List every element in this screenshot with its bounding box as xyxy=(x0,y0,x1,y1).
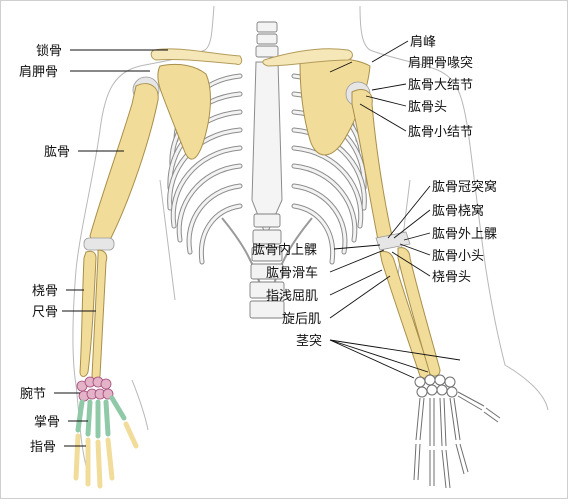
leader-lines xyxy=(54,40,461,447)
label-carpus: 腕节 xyxy=(20,386,46,402)
label-humerus: 肱骨 xyxy=(44,145,70,160)
label-phalanges: 指骨 xyxy=(30,440,56,455)
label-medial-epicondyle: 肱骨内上髁 xyxy=(252,242,317,258)
label-lesser-tubercle: 肱骨小结节 xyxy=(408,125,473,140)
label-coracoid-process: 肩胛骨喙突 xyxy=(408,55,473,71)
label-greater-tubercle: 肱骨大结节 xyxy=(408,78,473,93)
label-ulna: 尺骨 xyxy=(32,305,58,320)
scapula-right xyxy=(299,58,371,156)
label-trochlea: 肱骨滑车 xyxy=(266,265,318,281)
radius-ulna-left xyxy=(79,249,108,381)
label-radial-fossa: 肱骨桡窝 xyxy=(432,203,484,219)
hand-left xyxy=(73,376,139,489)
scapula-left xyxy=(157,63,211,160)
label-capitulum: 肱骨小头 xyxy=(432,249,484,264)
humerus-left xyxy=(83,76,160,251)
label-coronoid-fossa: 肱骨冠突窝 xyxy=(432,179,497,195)
label-acromion: 肩峰 xyxy=(410,34,436,50)
label-styloid-process: 茎突 xyxy=(296,333,322,349)
clavicle-left xyxy=(150,48,243,65)
label-humeral-head: 肱骨头 xyxy=(408,100,447,115)
label-metacarpus: 掌骨 xyxy=(34,415,60,430)
label-supinator: 旋后肌 xyxy=(282,312,321,327)
label-flexor-digitorum-superficialis: 指浅屈肌 xyxy=(266,289,318,304)
humerus-right xyxy=(345,81,411,251)
clavicle-right xyxy=(262,48,353,67)
label-scapula: 肩胛骨 xyxy=(19,64,58,80)
label-radial-head: 桡骨头 xyxy=(432,270,471,285)
label-radius: 桡骨 xyxy=(32,284,58,299)
hand-right xyxy=(413,374,501,489)
label-lateral-epicondyle: 肱骨外上髁 xyxy=(432,227,497,242)
label-clavicle: 锁骨 xyxy=(36,43,62,59)
radius-ulna-right xyxy=(379,247,441,379)
